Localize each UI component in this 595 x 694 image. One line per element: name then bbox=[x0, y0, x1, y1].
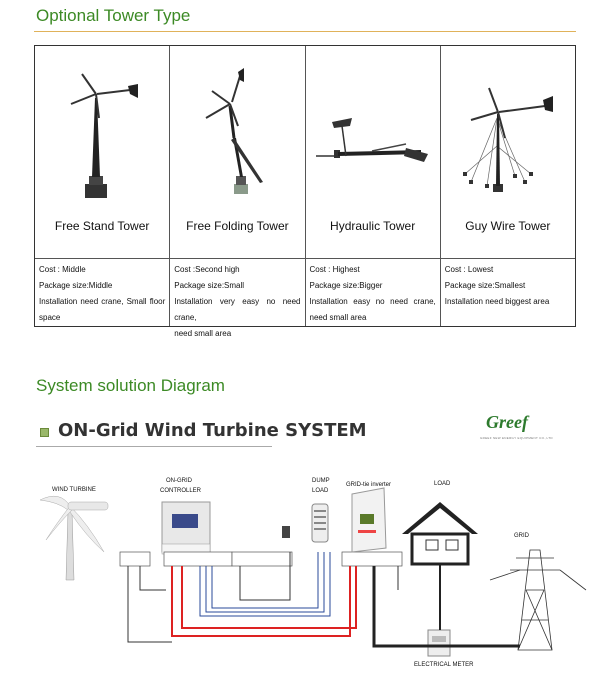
load-house-icon bbox=[402, 502, 478, 566]
tower-cost: Cost :Second high bbox=[174, 265, 240, 274]
tower-desc: Cost :Second high Package size:Small Ins… bbox=[174, 262, 300, 342]
tower-package: Package size:Small bbox=[174, 281, 245, 290]
wind-turbine-label: WIND TURBINE bbox=[52, 487, 96, 493]
tower-name: Free Stand Tower bbox=[54, 219, 150, 233]
dump-load-label-b: LOAD bbox=[312, 488, 329, 494]
system-section-title: System solution Diagram bbox=[36, 376, 225, 395]
tower-install-cont: need small area bbox=[174, 329, 232, 338]
guy-wire-tower-image bbox=[440, 46, 575, 259]
logo-subtext: GREEF NEW ENERGY EQUIPMENT CO.,LTD bbox=[480, 436, 553, 440]
controller-label-a: ON-GRID bbox=[166, 478, 192, 484]
tower-install: Installation need biggest area bbox=[444, 297, 550, 306]
tower-install: Installation easy no need crane, bbox=[309, 297, 436, 306]
tower-cost: Cost : Middle bbox=[39, 265, 86, 274]
greef-logo: Greef GREEF NEW ENERGY EQUIPMENT CO.,LTD bbox=[478, 412, 553, 442]
tower-package: Package size:Middle bbox=[39, 281, 113, 290]
logo-text: Greef bbox=[486, 412, 528, 432]
tower-install: Installation very easy no need crane, bbox=[174, 297, 301, 322]
title-divider bbox=[34, 31, 576, 32]
meter-label: ELECTRICAL METER bbox=[414, 662, 474, 668]
banner-bullet-icon bbox=[40, 428, 49, 437]
controller-label-b: CONTROLLER bbox=[160, 488, 202, 494]
tower-install-cont: need small area bbox=[309, 313, 367, 322]
system-diagram: WIND TURBINE ON-GRID CONTROLLER DUMP LOA… bbox=[0, 440, 595, 694]
tower-cost: Cost : Highest bbox=[309, 265, 360, 274]
dump-load-icon bbox=[311, 503, 329, 543]
tower-desc: Cost : Middle Package size:Middle Instal… bbox=[39, 262, 165, 326]
tower-package: Package size:Smallest bbox=[444, 281, 526, 290]
grid-tower-icon bbox=[489, 549, 587, 651]
tower-desc: Cost : Highest Package size:Bigger Insta… bbox=[310, 262, 436, 326]
dump-load-label-a: DUMP bbox=[312, 478, 330, 484]
tower-column-free-stand: Free Stand Tower Cost : Middle Package s… bbox=[34, 46, 170, 326]
tower-column-guy-wire: Guy Wire Tower Cost : Lowest Package siz… bbox=[439, 46, 576, 326]
controller-icon bbox=[161, 501, 211, 555]
tower-install: Installation need crane, Small floor bbox=[39, 297, 166, 306]
electrical-meter-icon bbox=[427, 629, 451, 657]
tower-section-title: Optional Tower Type bbox=[36, 6, 191, 25]
system-banner-title: ON-Grid Wind Turbine SYSTEM bbox=[58, 420, 367, 441]
tower-desc: Cost : Lowest Package size:Smallest Inst… bbox=[445, 262, 571, 310]
inverter-label: GRID-tie inverter bbox=[346, 482, 392, 488]
load-label: LOAD bbox=[434, 481, 451, 487]
inverter-icon bbox=[351, 487, 387, 553]
tower-column-free-folding: Free Folding Tower Cost :Second high Pac… bbox=[169, 46, 305, 338]
tower-name: Free Folding Tower bbox=[186, 219, 289, 233]
free-stand-tower-image bbox=[35, 46, 170, 259]
tower-install-cont: space bbox=[39, 313, 61, 322]
tower-table: Free Stand Tower Cost : Middle Package s… bbox=[34, 45, 576, 338]
banner-underline bbox=[36, 446, 272, 447]
tower-cost: Cost : Lowest bbox=[444, 265, 494, 274]
tower-name: Hydraulic Tower bbox=[330, 219, 416, 233]
free-folding-tower-image bbox=[170, 46, 305, 259]
wind-turbine-icon bbox=[39, 495, 109, 581]
grid-label: GRID bbox=[514, 533, 529, 539]
hydraulic-tower-image bbox=[305, 46, 440, 259]
tower-column-hydraulic: Hydraulic Tower Cost : Highest Package s… bbox=[304, 46, 440, 326]
tower-package: Package size:Bigger bbox=[309, 281, 383, 290]
tower-name: Guy Wire Tower bbox=[465, 219, 551, 233]
